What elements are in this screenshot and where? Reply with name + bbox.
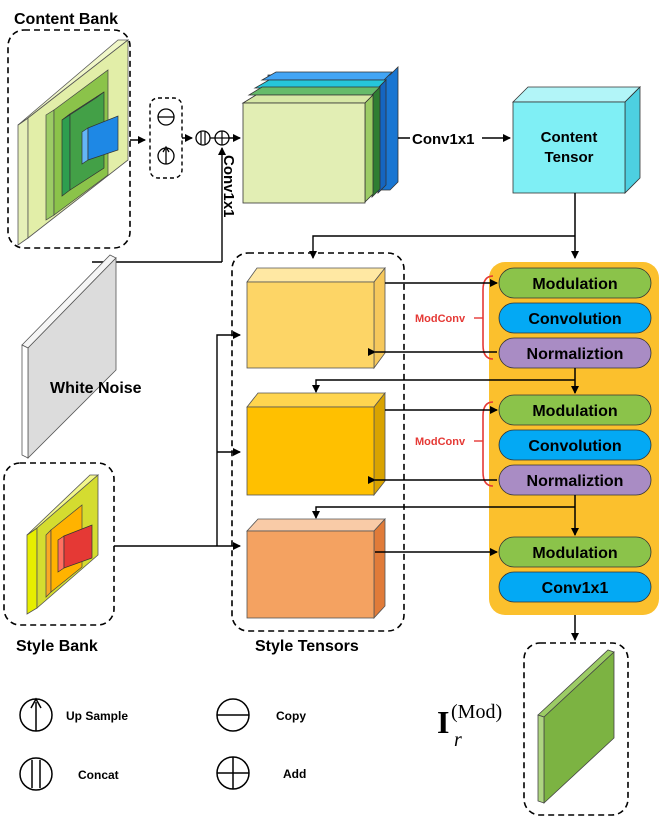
- block2-normalization-label: Normaliztion: [527, 473, 624, 490]
- output-symbol: I: [437, 704, 449, 740]
- block1-convolution: [498, 302, 652, 334]
- block2-convolution: [498, 429, 652, 461]
- output-image-plane: [537, 649, 615, 804]
- concatenated-feature-stack: [241, 66, 399, 204]
- add-icon: [214, 130, 230, 146]
- style-tensors-label: Style Tensors: [255, 638, 359, 655]
- style-bank-label: Style Bank: [16, 638, 98, 655]
- style-tensor-2: [246, 391, 386, 497]
- style-bank-frame: [3, 462, 115, 626]
- output-frame: [523, 642, 629, 816]
- content-bank-label: Content Bank: [14, 11, 118, 28]
- block3-conv1x1-label: Conv1x1: [542, 580, 609, 597]
- content-tensor-label-1: Content: [541, 129, 598, 146]
- ops-dashed-box: [149, 97, 183, 179]
- output-subscript: r: [454, 729, 462, 751]
- conv-top-label: Conv1x1: [412, 131, 475, 148]
- content-tensor-box: [512, 86, 641, 194]
- concat-legend-icon: [19, 757, 53, 791]
- content-tensor-label-2: Tensor: [545, 149, 594, 166]
- copy-legend-icon: [216, 698, 250, 732]
- block1-to-style2-arrow: [312, 379, 575, 393]
- concat-icon: [195, 130, 211, 146]
- block2-modconv-label: ModConv: [415, 436, 466, 448]
- up-sample-legend-icon: [19, 697, 53, 732]
- block3-modulation-label: Modulation: [532, 545, 617, 562]
- white-noise-plane: [21, 254, 117, 459]
- style-tensors-frame: [231, 252, 405, 632]
- block1-modulation: [498, 267, 652, 299]
- block3-conv1x1: [498, 571, 652, 603]
- content-bank-frame: [7, 29, 131, 249]
- style-tensor-1: [246, 266, 386, 370]
- add-legend-icon: [216, 756, 250, 790]
- white-noise-label: White Noise: [50, 380, 142, 397]
- block1-convolution-label: Convolution: [528, 311, 621, 328]
- block3-modulation: [498, 536, 652, 568]
- block2-modulation: [498, 394, 652, 426]
- block1-modconv-label: ModConv: [415, 313, 466, 325]
- output-superscript: (Mod): [451, 701, 502, 723]
- block2-bracket: [482, 401, 494, 487]
- block2-to-style3-arrow: [312, 506, 575, 519]
- legend-copy-label: Copy: [276, 709, 306, 723]
- style-bank-feature-stack: [26, 474, 100, 615]
- style-tensor-3: [246, 517, 386, 620]
- content-tensor-to-style1-arrow: [309, 235, 575, 259]
- block2-modulation-label: Modulation: [532, 403, 617, 420]
- legend-add-label: Add: [283, 767, 306, 781]
- block2-convolution-label: Convolution: [528, 438, 621, 455]
- legend-up-sample-label: Up Sample: [66, 709, 128, 723]
- block1-normalization-label: Normaliztion: [527, 346, 624, 363]
- content-bank-feature-stack: [17, 39, 130, 246]
- up-sample-icon: [157, 145, 175, 165]
- block1-modulation-label: Modulation: [532, 276, 617, 293]
- style-bank-to-style1-arrow: [216, 331, 241, 546]
- copy-icon: [157, 108, 175, 126]
- conv-vertical-label: Conv1x1: [220, 155, 237, 218]
- legend-concat-label: Concat: [78, 768, 119, 782]
